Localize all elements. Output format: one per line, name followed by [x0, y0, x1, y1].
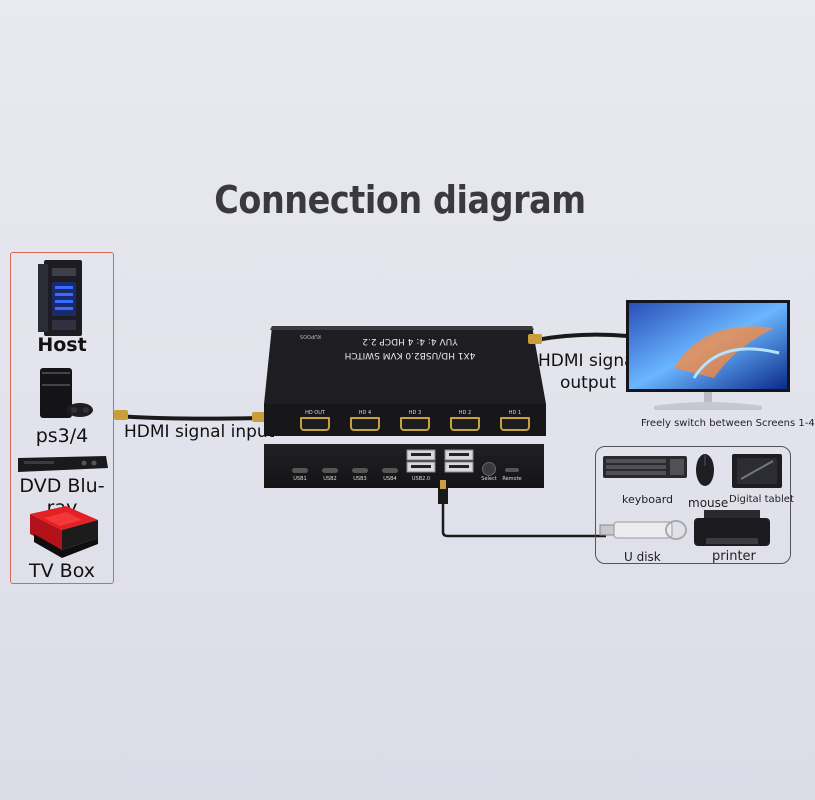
usb-cable [438, 480, 606, 538]
hdmi-port-out[interactable]: HD OUT [300, 410, 330, 431]
hdmi-output-label-line1: HDMI signal [538, 351, 640, 371]
usb-port-3[interactable]: USB3 [352, 468, 368, 482]
usb-port-1[interactable]: USB1 [292, 468, 308, 482]
source-devices-panel [10, 252, 114, 584]
usb-port-label: USB1 [293, 476, 307, 482]
hdmi-port-label: HD OUT [305, 410, 325, 416]
usb-port-label: USB4 [383, 476, 397, 482]
remote-port[interactable] [505, 468, 519, 472]
diagram-title: Connection diagram [214, 178, 586, 222]
monitor-caption: Freely switch between Screens 1-4 [641, 418, 815, 429]
host-pc-icon [38, 260, 82, 336]
mouse-label: mouse [688, 496, 729, 510]
hdmi-input-cable [114, 410, 268, 422]
keyboard-icon [603, 456, 687, 478]
usb-port-label: USB2 [323, 476, 337, 482]
select-button[interactable] [482, 462, 496, 476]
monitor-icon [626, 300, 790, 410]
game-console-icon [40, 368, 93, 418]
hdmi-port-1[interactable]: HD 1 [500, 410, 530, 431]
tv-box-icon [30, 506, 98, 558]
ps-label: ps3/4 [35, 425, 89, 447]
tablet-label: Digital tablet [729, 494, 794, 505]
switch-model-label: 4X1 HD/USB2.0 KVM SWITCH [344, 350, 476, 360]
usb-disk-icon [599, 520, 687, 540]
udisk-label: U disk [624, 550, 661, 564]
usb-port-2[interactable]: USB2 [322, 468, 338, 482]
usb-2-ports[interactable] [405, 448, 477, 476]
dvd-player-icon [18, 456, 108, 472]
hdmi-output-label-line2: output [560, 373, 617, 393]
usb-port-label: USB3 [353, 476, 367, 482]
switch-spec-label: YUV 4: 4: 4 HDCP 2.2 [362, 336, 458, 346]
kvm-switch-front-panel [264, 444, 544, 488]
hdmi-port-4[interactable]: HD 4 [350, 410, 380, 431]
hdmi-port-label: HD 4 [358, 410, 372, 416]
select-label: Select [481, 476, 497, 482]
kvm-switch-top-unit [264, 326, 546, 436]
hdmi-port-label: HD 1 [508, 410, 522, 416]
hdmi-port-label: HD 3 [408, 410, 422, 416]
usb20-label: USB2.0 [411, 476, 431, 482]
usb-port-4[interactable]: USB4 [382, 468, 398, 482]
tvbox-label: TV Box [29, 560, 95, 582]
hdmi-port-2[interactable]: HD 2 [450, 410, 480, 431]
keyboard-label: keyboard [622, 493, 674, 506]
remote-label: Remote [502, 476, 522, 482]
digital-tablet-icon [732, 454, 782, 488]
printer-icon [694, 510, 770, 546]
mouse-icon [696, 454, 714, 486]
peripherals-panel [595, 446, 791, 564]
printer-label: printer [712, 549, 756, 564]
hdmi-input-label: HDMI signal input [124, 422, 275, 442]
brand-label: KUPOOS [300, 333, 321, 339]
host-label: Host [37, 334, 87, 356]
hdmi-output-cable [528, 332, 629, 344]
hdmi-port-3[interactable]: HD 3 [400, 410, 430, 431]
hdmi-port-label: HD 2 [458, 410, 472, 416]
